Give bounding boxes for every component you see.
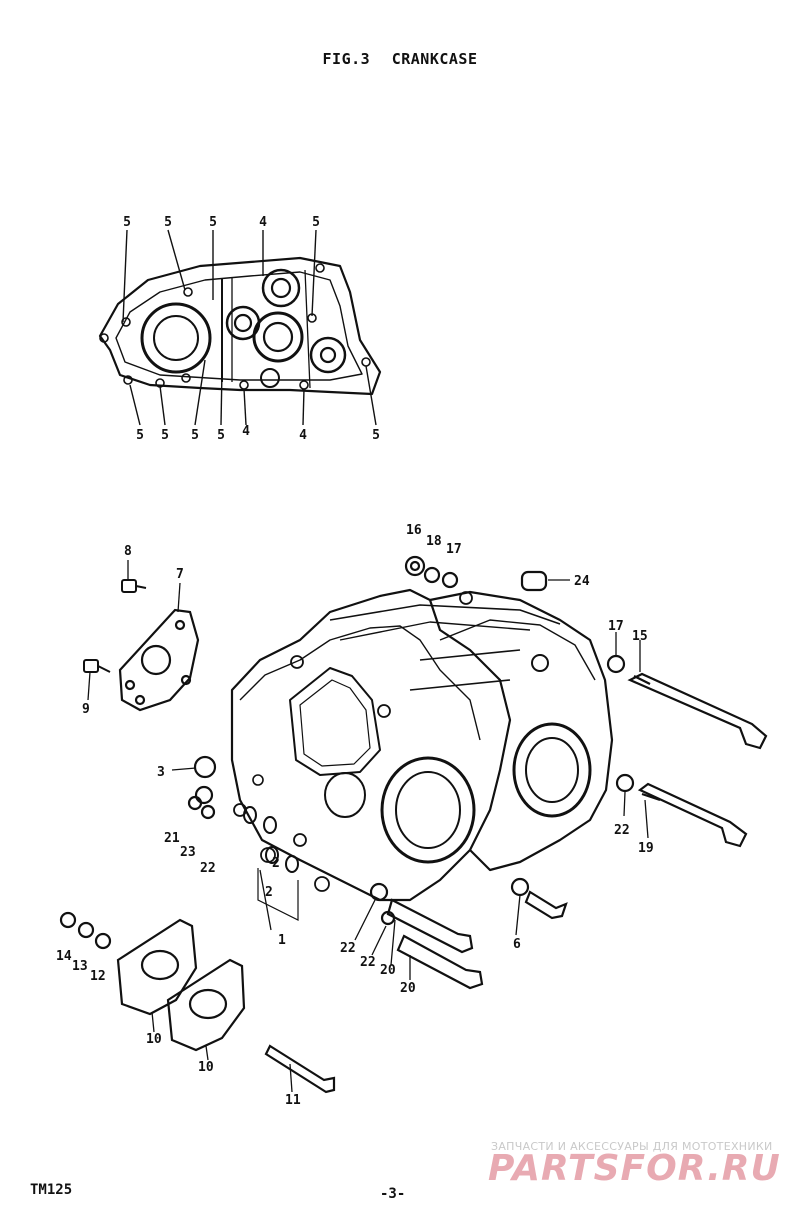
part-label: 23 bbox=[180, 845, 196, 860]
lower-gaskets bbox=[116, 918, 246, 1052]
inset-label-top: 5 bbox=[312, 215, 320, 230]
part-label: 8 bbox=[124, 544, 132, 559]
part-label: 14 bbox=[56, 949, 72, 964]
part-label: 6 bbox=[513, 937, 521, 952]
part-label: 2 bbox=[272, 856, 280, 871]
part-label: 3 bbox=[157, 765, 165, 780]
part-label: 20 bbox=[380, 963, 396, 978]
part-label: 7 bbox=[176, 567, 184, 582]
inset-label-bottom: 4 bbox=[242, 424, 250, 439]
part-label: 21 bbox=[164, 831, 180, 846]
stud-bolts-right bbox=[627, 672, 768, 848]
inset-label-top: 5 bbox=[164, 215, 172, 230]
crankcase-assembly bbox=[230, 588, 614, 902]
inset-label-top: 5 bbox=[123, 215, 131, 230]
part-label: 10 bbox=[146, 1032, 162, 1047]
dowel-pins bbox=[243, 806, 299, 873]
bolt-small bbox=[83, 579, 147, 673]
figure-name: CRANKCASE bbox=[391, 50, 478, 68]
part-label: 15 bbox=[632, 629, 648, 644]
part-label: 22 bbox=[340, 941, 356, 956]
part-label: 22 bbox=[614, 823, 630, 838]
part-label: 18 bbox=[426, 534, 442, 549]
part-label: 22 bbox=[360, 955, 376, 970]
main-leader-lines bbox=[87, 560, 649, 1093]
part-label: 9 bbox=[82, 702, 90, 717]
part-label: 1 bbox=[278, 933, 286, 948]
figure-number: FIG.3 bbox=[322, 50, 371, 68]
inset-label-bottom: 5 bbox=[191, 428, 199, 443]
washers-and-nuts bbox=[187, 555, 635, 926]
part-label: 20 bbox=[400, 981, 416, 996]
inset-label-top: 5 bbox=[209, 215, 217, 230]
inset-label-bottom: 5 bbox=[372, 428, 380, 443]
model-code: TM125 bbox=[30, 1182, 73, 1198]
page-number: -3- bbox=[380, 1186, 406, 1202]
part-label: 19 bbox=[638, 841, 654, 856]
inset-label-top: 4 bbox=[259, 215, 267, 230]
inset-label-bottom: 5 bbox=[217, 428, 225, 443]
part-label: 11 bbox=[285, 1093, 301, 1108]
part-label: 2 bbox=[265, 885, 273, 900]
gasket-plate bbox=[118, 608, 200, 712]
inset-label-bottom: 4 bbox=[299, 428, 307, 443]
crankcase-inset-view bbox=[98, 256, 382, 396]
part-label: 24 bbox=[574, 574, 590, 589]
watermark-logo-text: PARTSFOR.RU bbox=[488, 1148, 781, 1189]
figure-title: FIG.3 CRANKCASE bbox=[0, 50, 800, 68]
stud-bolt-lower bbox=[264, 1044, 336, 1094]
part-label: 17 bbox=[446, 542, 462, 557]
part-label: 16 bbox=[406, 523, 422, 538]
part-label: 10 bbox=[198, 1060, 214, 1075]
nuts-left bbox=[59, 911, 112, 950]
bolts-lower bbox=[386, 890, 568, 990]
part-label: 12 bbox=[90, 969, 106, 984]
inset-leader-lines bbox=[122, 229, 377, 426]
watermark-tagline: ЗАПЧАСТИ И АКСЕССУАРЫ ДЛЯ МОТОТЕХНИКИ bbox=[491, 1140, 773, 1153]
inset-label-bottom: 5 bbox=[161, 428, 169, 443]
part-label: 17 bbox=[608, 619, 624, 634]
part-label: 22 bbox=[200, 861, 216, 876]
inset-label-bottom: 5 bbox=[136, 428, 144, 443]
part-label: 13 bbox=[72, 959, 88, 974]
